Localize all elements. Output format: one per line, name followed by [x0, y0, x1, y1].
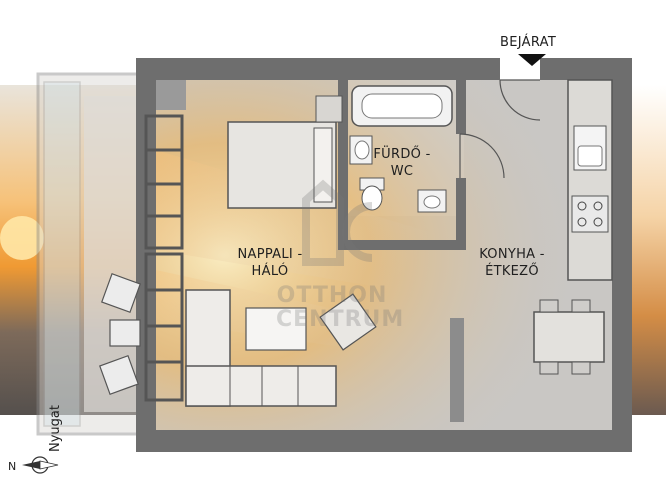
- balcony-furniture: [99, 273, 141, 395]
- outer-walls: [136, 58, 632, 452]
- room-label-living: NAPPALI - HÁLÓ: [226, 246, 314, 280]
- sofa: [185, 289, 377, 407]
- bed: [227, 95, 343, 209]
- door-swings: [459, 79, 541, 179]
- watermark-line1: OTTHON: [276, 283, 388, 308]
- watermark-line2: CENTRUM: [276, 307, 405, 332]
- entrance-arrow-icon: [518, 54, 546, 66]
- room-label-bath: FÜRDŐ - WC: [372, 146, 432, 180]
- compass-direction-label: Nyugat: [48, 405, 63, 452]
- dining-table: [533, 299, 605, 375]
- room-label-living-line1: NAPPALI -: [237, 247, 303, 262]
- compass-north-letter: N: [8, 460, 17, 473]
- watermark-logo-icon: [302, 179, 373, 266]
- bathroom-fixtures: [349, 135, 447, 213]
- west-windows: [144, 114, 184, 402]
- compass-icon: [22, 456, 59, 474]
- kitchen-counter: [567, 79, 613, 281]
- watermark-text: OTTHON CENTRUM: [276, 283, 405, 332]
- sun: [0, 216, 44, 260]
- room-label-living-line2: HÁLÓ: [251, 264, 289, 279]
- room-label-kitchen-line1: KONYHA -: [479, 247, 545, 262]
- interior-walls: [156, 80, 466, 422]
- entrance-label: BEJÁRAT: [500, 35, 557, 50]
- bathtub: [351, 85, 453, 127]
- room-label-kitchen-line2: ÉTKEZŐ: [485, 264, 539, 279]
- room-label-bath-line2: WC: [390, 164, 414, 179]
- room-label-bath-line1: FÜRDŐ -: [373, 147, 431, 162]
- room-label-kitchen: KONYHA - ÉTKEZŐ: [470, 246, 554, 280]
